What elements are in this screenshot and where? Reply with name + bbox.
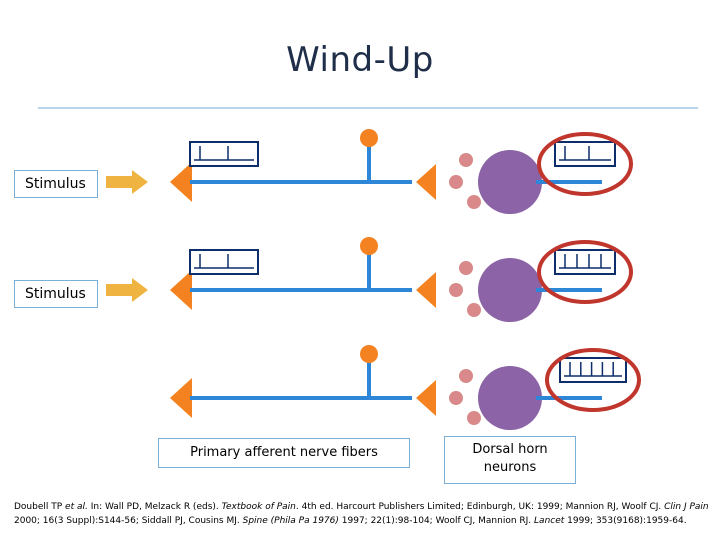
citation-part: In: Wall PD, Melzack R (eds). bbox=[87, 502, 222, 512]
citation-part: . 4th ed. Harcourt Publishers Limited; E… bbox=[295, 502, 665, 512]
afferent-branch-terminal bbox=[360, 345, 378, 363]
stimulus-label-1: Stimulus bbox=[14, 170, 98, 198]
dorsal-horn-caption-line2: neurons bbox=[483, 460, 537, 475]
afferent-spike-trace-frame bbox=[189, 141, 259, 167]
afferent-input-terminal bbox=[170, 378, 192, 418]
output-spike-trace bbox=[554, 141, 616, 167]
dorsal-horn-neuron bbox=[478, 258, 542, 322]
presynaptic-terminal bbox=[416, 380, 436, 416]
primary-afferent-caption: Primary afferent nerve fibers bbox=[158, 438, 410, 468]
stimulus-arrow-body bbox=[106, 176, 132, 188]
highlight-ellipse bbox=[545, 348, 641, 412]
citation-part: 2000; 16(3 Suppl):S144-56; Siddall PJ, C… bbox=[14, 516, 243, 526]
output-spike-trace-frame bbox=[554, 141, 616, 167]
stimulus-arrow-head bbox=[132, 170, 148, 194]
neurotransmitter-dot bbox=[449, 283, 463, 297]
afferent-spike-trace-frame bbox=[189, 249, 259, 275]
dorsal-horn-caption-line1: Dorsal horn bbox=[472, 442, 548, 457]
citation-part: 1999; 353(9168):1959-64. bbox=[564, 516, 687, 526]
neurotransmitter-dot bbox=[467, 411, 481, 425]
citation-part: Clin J Pain bbox=[664, 502, 709, 512]
output-spike-trace-frame bbox=[559, 357, 627, 383]
afferent-spike-trace bbox=[189, 249, 259, 275]
afferent-branch-terminal bbox=[360, 129, 378, 147]
neurotransmitter-dot bbox=[467, 303, 481, 317]
neurotransmitter-dot bbox=[459, 369, 473, 383]
afferent-branch-terminal bbox=[360, 237, 378, 255]
highlight-ellipse bbox=[537, 132, 633, 196]
stimulus-arrow-head bbox=[132, 278, 148, 302]
afferent-spike-trace bbox=[189, 141, 259, 167]
stimulus-label-2: Stimulus bbox=[14, 280, 98, 308]
output-spike-trace bbox=[559, 357, 627, 383]
citation-part: Spine (Phila Pa 1976) bbox=[242, 516, 339, 526]
afferent-input-terminal bbox=[170, 270, 192, 310]
neurotransmitter-dot bbox=[449, 175, 463, 189]
citation: Doubell TP et al. In: Wall PD, Melzack R… bbox=[14, 500, 714, 528]
citation-part: et al. bbox=[65, 502, 88, 512]
output-spike-trace bbox=[554, 249, 616, 275]
citation-part: Lancet bbox=[534, 516, 565, 526]
citation-part: Textbook of Pain bbox=[221, 502, 296, 512]
neurotransmitter-dot bbox=[467, 195, 481, 209]
citation-part: 1997; 22(1):98-104; Woolf CJ, Mannion RJ… bbox=[338, 516, 535, 526]
dorsal-horn-neuron bbox=[478, 150, 542, 214]
dorsal-horn-caption: Dorsal horn neurons bbox=[444, 436, 576, 484]
title-divider bbox=[38, 107, 698, 109]
neurotransmitter-dot bbox=[459, 261, 473, 275]
stimulus-arrow-body bbox=[106, 284, 132, 296]
output-spike-trace-frame bbox=[554, 249, 616, 275]
afferent-input-terminal bbox=[170, 162, 192, 202]
neurotransmitter-dot bbox=[459, 153, 473, 167]
highlight-ellipse bbox=[537, 240, 633, 304]
dorsal-horn-neuron bbox=[478, 366, 542, 430]
slide-title: Wind-Up bbox=[286, 40, 434, 80]
neurotransmitter-dot bbox=[449, 391, 463, 405]
presynaptic-terminal bbox=[416, 164, 436, 200]
citation-part: Doubell TP bbox=[14, 502, 66, 512]
presynaptic-terminal bbox=[416, 272, 436, 308]
